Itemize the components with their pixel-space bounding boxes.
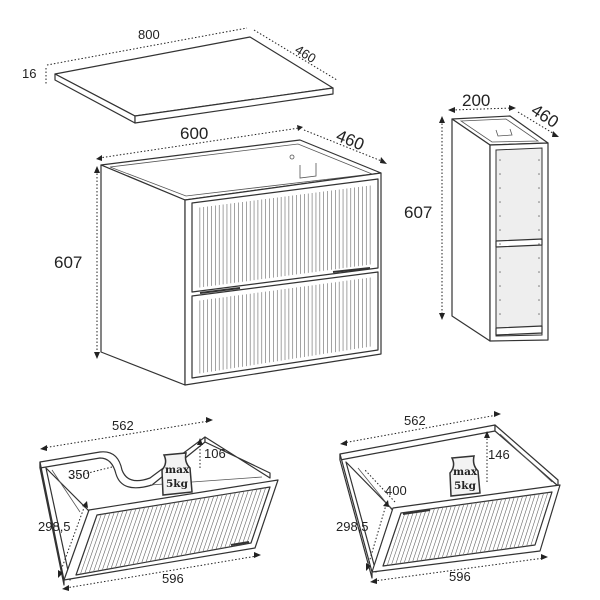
upper-drawer-front-width-dimension: 596: [62, 552, 261, 591]
countertop-width-label: 800: [138, 27, 160, 42]
shelf-width-dimension: 200: [448, 91, 516, 113]
upper-drawer-load-max: max: [165, 464, 190, 476]
upper-drawer-inner-width-dimension: 562: [40, 417, 213, 451]
countertop-depth-label: 460: [292, 42, 318, 66]
lower-drawer-weight-badge: max 5kg: [449, 455, 481, 497]
upper-drawer-inner-width-label: 562: [112, 418, 134, 433]
lower-drawer-front-width-dimension: 596: [370, 554, 548, 584]
upper-drawer-front-width-label: 596: [162, 571, 184, 586]
upper-drawer-front-height-label: 298,5: [38, 519, 71, 534]
lower-drawer-load-value: 5kg: [454, 480, 477, 492]
shelf-pin-holes: [499, 159, 540, 315]
lower-drawer-inner-width-dimension: 562: [340, 411, 501, 446]
cabinet-height-dimension: 607: [54, 166, 100, 359]
upper-drawer-depth-dimension: 350: [67, 466, 113, 482]
lower-drawer-front-height-dimension: 298,5: [336, 500, 389, 571]
lower-drawer-height-label: 146: [488, 447, 510, 462]
shelf-unit: [451, 115, 549, 342]
shelf-height-label: 607: [404, 203, 432, 222]
upper-drawer-fluting: [80, 487, 266, 575]
cabinet-width-label: 600: [180, 124, 208, 143]
lower-drawer-front-width-label: 596: [449, 569, 471, 584]
lower-drawer-load-max: max: [453, 466, 478, 478]
shelf-depth-label: 460: [528, 100, 562, 131]
cabinet-lower-fluting: [199, 277, 371, 374]
upper-drawer-front-height-dimension: 298,5: [38, 501, 88, 578]
upper-drawer-weight-badge: max 5kg: [161, 452, 193, 496]
upper-drawer-depth-label: 350: [68, 467, 90, 482]
lower-drawer-fluting: [386, 492, 549, 566]
countertop-thickness-label: 16: [22, 66, 36, 81]
countertop: [54, 36, 334, 124]
shelf-width-label: 200: [462, 91, 490, 110]
cabinet-width-dimension: 600: [96, 124, 303, 161]
lower-drawer-depth-dimension: 400: [364, 469, 407, 503]
main-cabinet: [100, 139, 382, 386]
lower-drawer: max 5kg: [339, 424, 561, 579]
cabinet-depth-label: 460: [334, 126, 367, 154]
upper-drawer: max 5kg: [39, 436, 279, 586]
cabinet-upper-fluting: [199, 185, 371, 288]
upper-drawer-height-label: 106: [204, 446, 226, 461]
upper-drawer-load-value: 5kg: [166, 478, 189, 490]
shelf-height-dimension: 607: [404, 116, 445, 320]
lower-drawer-inner-width-label: 562: [404, 413, 426, 428]
lower-drawer-front-height-label: 298,5: [336, 519, 369, 534]
cabinet-height-label: 607: [54, 253, 82, 272]
countertop-width-dimension: 800: [46, 27, 248, 66]
upper-drawer-height-dimension: 106: [197, 438, 226, 470]
lower-drawer-depth-label: 400: [385, 483, 407, 498]
countertop-thickness-dimension: 16: [22, 66, 47, 84]
lower-drawer-height-dimension: 146: [484, 431, 510, 482]
